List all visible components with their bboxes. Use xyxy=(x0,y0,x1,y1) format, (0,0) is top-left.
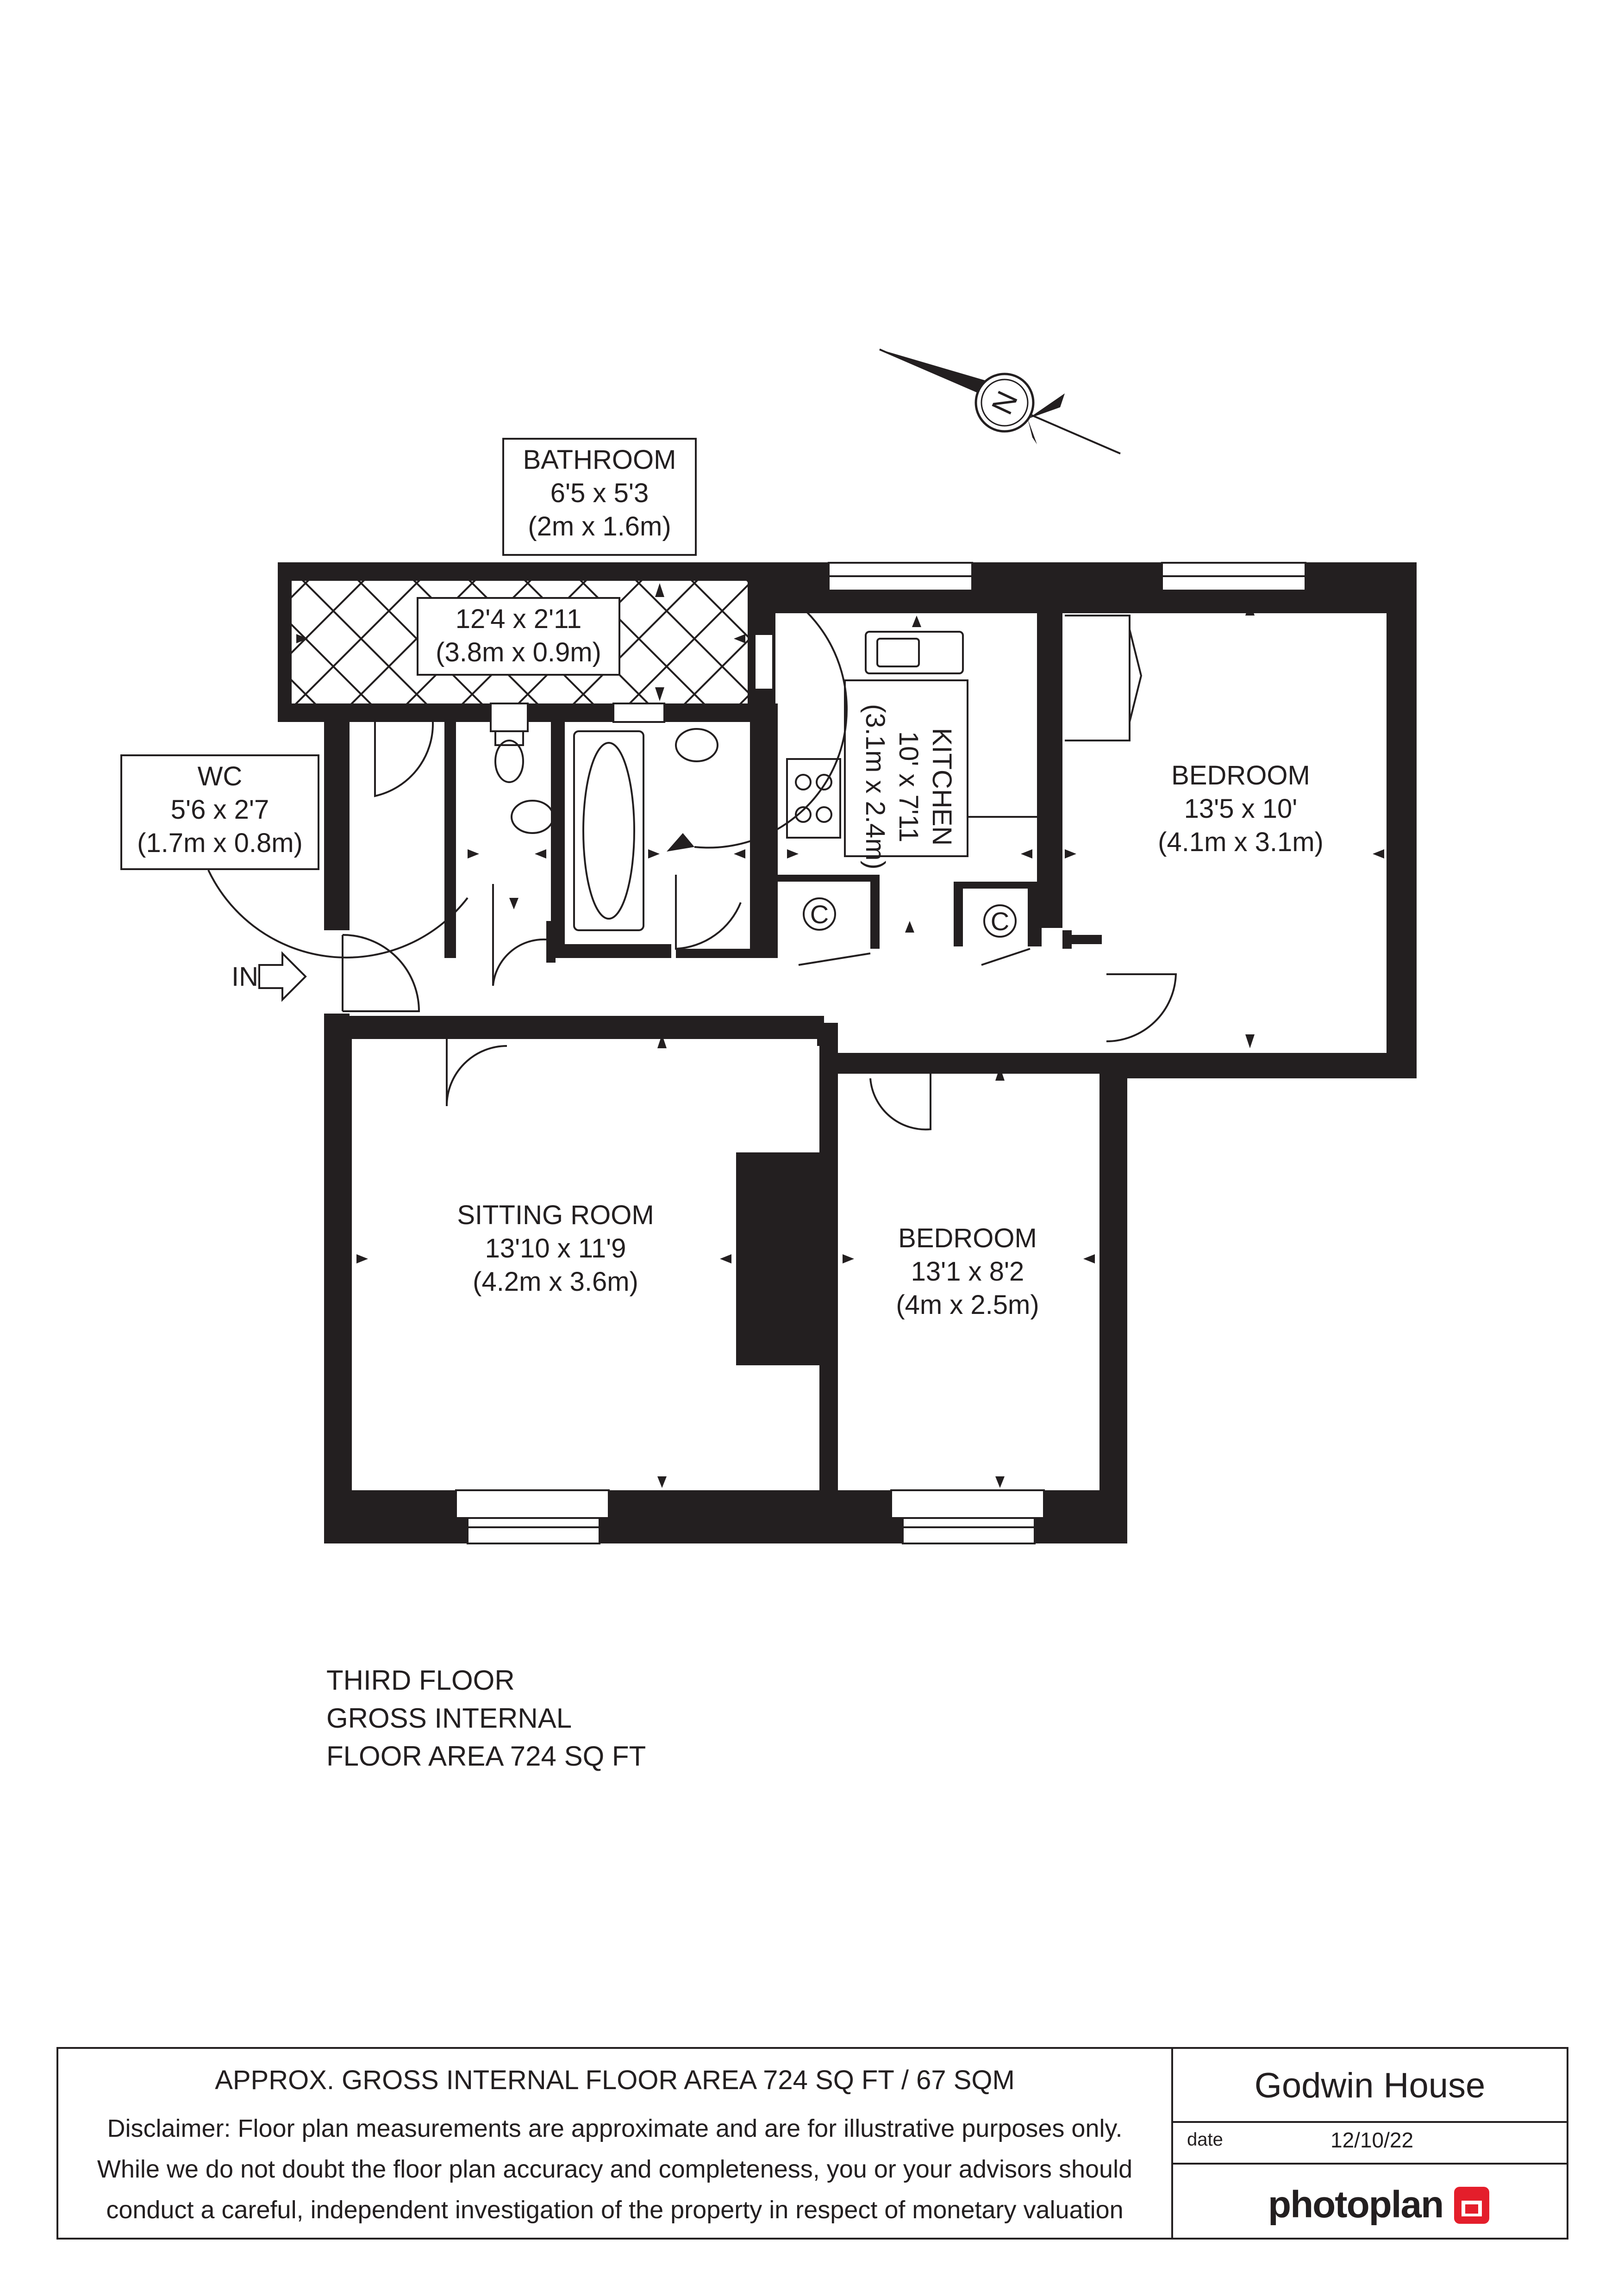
kitchen-sink-icon xyxy=(865,631,964,674)
hob-icon xyxy=(786,758,841,839)
north-compass-icon: N xyxy=(879,348,1121,454)
footer-disclaimer: Disclaimer: Floor plan measurements are … xyxy=(58,2108,1171,2230)
bedroom-2-dim-metric: (4m x 2.5m) xyxy=(896,1290,1039,1320)
bathroom-name: BATHROOM xyxy=(523,445,676,475)
disclaimer-line-3: conduct a careful, independent investiga… xyxy=(106,2196,1124,2224)
sitting-room-name: SITTING ROOM xyxy=(457,1200,654,1230)
bathroom-dim-imperial: 6'5 x 5'3 xyxy=(550,478,649,508)
footer-panel: APPROX. GROSS INTERNAL FLOOR AREA 724 SQ… xyxy=(56,2047,1568,2240)
photoplan-logo-text: photoplan xyxy=(1268,2184,1444,2226)
disclaimer-line-2: While we do not doubt the floor plan acc… xyxy=(97,2155,1133,2183)
footer-area-text: APPROX. GROSS INTERNAL FLOOR AREA 724 SQ… xyxy=(215,2065,1015,2095)
bedroom-1-dim-metric: (4.1m x 3.1m) xyxy=(1158,827,1324,857)
windows xyxy=(455,562,1306,1544)
kitchen-name: KITCHEN xyxy=(927,728,957,846)
photoplan-logo: photoplan xyxy=(1268,2183,1490,2229)
toilet-icon xyxy=(494,740,524,783)
photoplan-logo-icon xyxy=(1454,2187,1489,2224)
cupboard-1-icon xyxy=(803,897,836,931)
bedroom-2-dim-imperial: 13'1 x 8'2 xyxy=(911,1257,1024,1287)
bedroom-2-label: BEDROOM 13'1 x 8'2 (4m x 2.5m) xyxy=(852,1222,1083,1322)
kitchen-dim-metric: (3.1m x 2.4m) xyxy=(860,704,890,870)
footer-left: APPROX. GROSS INTERNAL FLOOR AREA 724 SQ… xyxy=(58,2049,1173,2238)
bedroom-1-name: BEDROOM xyxy=(1171,760,1310,790)
wardrobe-icon xyxy=(1065,615,1143,741)
wc-basin-icon xyxy=(511,800,554,834)
bedroom-2-name: BEDROOM xyxy=(898,1223,1037,1253)
floor-info-line-2: GROSS INTERNAL xyxy=(326,1703,572,1734)
cupboard-2-icon xyxy=(983,904,1017,938)
kitchen-dim-imperial: 10' x 7'11 xyxy=(893,731,924,843)
floor-info: THIRD FLOOR GROSS INTERNAL FLOOR AREA 72… xyxy=(326,1661,646,1775)
cupboard-symbols: C C xyxy=(803,897,1017,938)
floor-plan: N xyxy=(207,348,1417,1544)
cupboard-1-label: C xyxy=(810,900,829,929)
footer-right: Godwin House date 12/10/22 photoplan xyxy=(1173,2049,1567,2238)
bathroom-dim-metric: (2m x 1.6m) xyxy=(528,511,671,541)
balcony-label-box: 12'4 x 2'11 (3.8m x 0.9m) xyxy=(417,597,620,676)
fixtures xyxy=(494,615,1143,931)
date-label: date xyxy=(1187,2129,1223,2150)
wc-name: WC xyxy=(197,761,243,791)
floor-info-line-1: THIRD FLOOR xyxy=(326,1665,515,1696)
cupboard-2-label: C xyxy=(991,907,1009,936)
disclaimer-line-1: Disclaimer: Floor plan measurements are … xyxy=(107,2115,1123,2142)
entrance-label: IN xyxy=(231,962,258,992)
wc-label-box: WC 5'6 x 2'7 (1.7m x 0.8m) xyxy=(120,754,319,870)
bathroom-label-box: BATHROOM 6'5 x 5'3 (2m x 1.6m) xyxy=(502,438,697,556)
sitting-room-dim-imperial: 13'10 x 11'9 xyxy=(485,1233,626,1263)
doors xyxy=(207,571,1177,1131)
bedroom-1-label: BEDROOM 13'5 x 10' (4.1m x 3.1m) xyxy=(1125,759,1356,859)
measurement-arrows xyxy=(296,583,1384,1488)
sitting-room-label: SITTING ROOM 13'10 x 11'9 (4.2m x 3.6m) xyxy=(417,1199,694,1299)
project-name: Godwin House xyxy=(1173,2049,1567,2123)
floor-info-line-3: FLOOR AREA 724 SQ FT xyxy=(326,1741,646,1772)
wc-dim-metric: (1.7m x 0.8m) xyxy=(137,828,303,858)
date-value: 12/10/22 xyxy=(1330,2128,1414,2152)
balcony-dim-imperial: 12'4 x 2'11 xyxy=(455,604,582,634)
bath-basin-icon xyxy=(675,728,718,762)
entrance-arrow-icon: IN xyxy=(231,951,307,1002)
bedroom-1-dim-imperial: 13'5 x 10' xyxy=(1184,794,1298,824)
sitting-room-dim-metric: (4.2m x 3.6m) xyxy=(473,1267,638,1297)
balcony-dim-metric: (3.8m x 0.9m) xyxy=(436,637,601,667)
bathtub-icon xyxy=(573,730,644,931)
date-row: date 12/10/22 xyxy=(1173,2123,1567,2165)
wc-dim-imperial: 5'6 x 2'7 xyxy=(170,795,269,825)
